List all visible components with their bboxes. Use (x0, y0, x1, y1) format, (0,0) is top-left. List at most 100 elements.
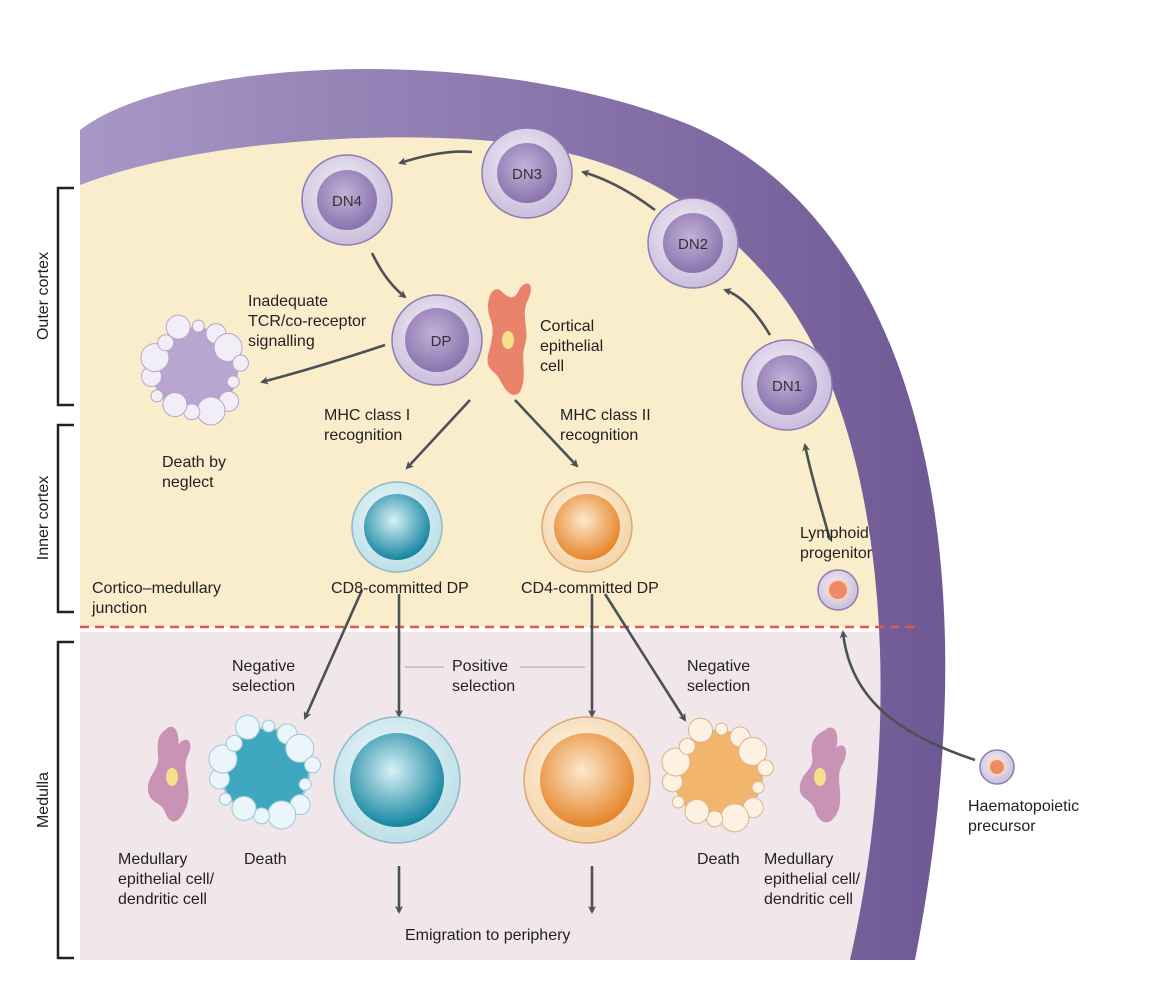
blebbing-bubble (678, 737, 696, 755)
cell-cd4-committed-dp (541, 481, 633, 573)
svg-text:Medullary: Medullary (118, 851, 187, 868)
svg-text:Lymphoid: Lymphoid (800, 525, 869, 542)
svg-text:Negative: Negative (687, 658, 750, 675)
label-cd4-committed-dp: CD4-committed DP (521, 580, 659, 597)
blebbing-bubble (303, 756, 321, 774)
blebbing-bubble (140, 343, 170, 373)
cell-dn3: DN3 (481, 127, 573, 219)
svg-text:precursor: precursor (968, 818, 1036, 835)
label-cortical-epithelial-cell: Cortical epithelial cell (540, 318, 603, 375)
svg-text:Cortical: Cortical (540, 318, 594, 335)
capsule (80, 69, 946, 961)
blebbing-bubble (231, 354, 249, 372)
svg-text:Negative: Negative (232, 658, 295, 675)
label-cd8-committed-dp: CD8-committed DP (331, 580, 469, 597)
svg-text:DN3: DN3 (512, 166, 542, 183)
cortical-epithelial-cell (487, 283, 531, 395)
svg-text:recognition: recognition (324, 427, 402, 444)
label-haematopoietic-precursor: Haematopoietic precursor (968, 798, 1079, 835)
region-brackets (56, 186, 74, 960)
blebbing-bubble (191, 319, 205, 333)
blebbing-bubble (661, 747, 691, 777)
svg-text:DN2: DN2 (678, 236, 708, 253)
blebbing-bubble (213, 332, 243, 362)
svg-text:TCR/co-receptor: TCR/co-receptor (248, 313, 367, 330)
label-medulla: Medulla (35, 772, 52, 828)
svg-text:Haematopoietic: Haematopoietic (968, 798, 1079, 815)
svg-text:cell: cell (540, 358, 564, 375)
medulla-region (80, 632, 897, 960)
svg-text:progenitor: progenitor (800, 545, 873, 562)
blebbing-bubble (231, 795, 257, 821)
blebbing-bubble (162, 392, 188, 418)
label-negative-selection-right: Negative selection (687, 658, 750, 695)
svg-text:DN1: DN1 (772, 378, 802, 395)
svg-text:Positive: Positive (452, 658, 508, 675)
blebbing-bubble (714, 722, 728, 736)
medullary-epithelial-cell-left (147, 726, 191, 822)
label-death-by-neglect: Death by neglect (162, 454, 226, 491)
svg-text:DP: DP (431, 333, 452, 350)
svg-text:Inadequate: Inadequate (248, 293, 328, 310)
svg-text:junction: junction (91, 600, 147, 617)
cell-dn4: DN4 (301, 154, 393, 246)
svg-text:recognition: recognition (560, 427, 638, 444)
label-cortico-medullary-junction: Cortico–medullary junction (91, 580, 221, 617)
blebbing-bubble (285, 733, 315, 763)
svg-text:epithelial cell/: epithelial cell/ (764, 871, 861, 888)
cell-cd4-single-positive (523, 716, 651, 844)
cell-lymphoid-progenitor (817, 569, 859, 611)
svg-text:Death by: Death by (162, 454, 226, 471)
svg-text:MHC class II: MHC class II (560, 407, 651, 424)
cell-haematopoietic-precursor (979, 749, 1015, 785)
blebbing-bubble (267, 800, 297, 830)
label-inner-cortex: Inner cortex (35, 476, 52, 560)
blebbing-bubble (720, 803, 750, 833)
blebbing-bubble (165, 314, 191, 340)
cell-cd8-single-positive (333, 716, 461, 844)
blebbing-bubble (756, 759, 774, 777)
cell-cd8-committed-dp (351, 481, 443, 573)
svg-text:DN4: DN4 (332, 193, 362, 210)
label-emigration: Emigration to periphery (405, 927, 570, 944)
blebbing-bubble (751, 780, 765, 794)
label-lymphoid-progenitor: Lymphoid progenitor (800, 525, 873, 562)
label-negative-selection-left: Negative selection (232, 658, 295, 695)
arrows (260, 150, 976, 914)
blebbing-bubble (234, 714, 260, 740)
cell-dn2: DN2 (647, 197, 739, 289)
svg-text:selection: selection (232, 678, 295, 695)
label-mhc-class-ii: MHC class II recognition (560, 407, 651, 444)
medullary-epithelial-cell-right (799, 727, 847, 823)
svg-text:dendritic cell: dendritic cell (764, 891, 853, 908)
svg-text:signalling: signalling (248, 333, 315, 350)
svg-text:dendritic cell: dendritic cell (118, 891, 207, 908)
svg-text:selection: selection (687, 678, 750, 695)
svg-text:Medullary: Medullary (764, 851, 833, 868)
death-cell-orange (661, 717, 774, 833)
label-medullary-cell-right: Medullary epithelial cell/dendritic cell (764, 851, 861, 908)
svg-text:selection: selection (452, 678, 515, 695)
blebbing-bubble (687, 717, 713, 743)
blebbing-bubble (218, 792, 232, 806)
label-death-left: Death (244, 851, 287, 868)
blebbing-bubble (671, 795, 685, 809)
blebbing-bubble (298, 777, 312, 791)
svg-text:Cortico–medullary: Cortico–medullary (92, 580, 221, 597)
cell-dn1: DN1 (741, 339, 833, 431)
blebbing-bubble (150, 389, 164, 403)
blebbing-bubble (196, 396, 226, 426)
svg-text:neglect: neglect (162, 474, 214, 491)
blebbing-bubble (261, 719, 275, 733)
blebbing-bubble (157, 334, 175, 352)
blebbing-bubble (684, 798, 710, 824)
cell-dp: DP (391, 294, 483, 386)
svg-text:epithelial: epithelial (540, 338, 603, 355)
blebbing-bubble (738, 736, 768, 766)
label-outer-cortex: Outer cortex (35, 252, 52, 340)
label-death-right: Death (697, 851, 740, 868)
death-cell-blue (208, 714, 321, 830)
